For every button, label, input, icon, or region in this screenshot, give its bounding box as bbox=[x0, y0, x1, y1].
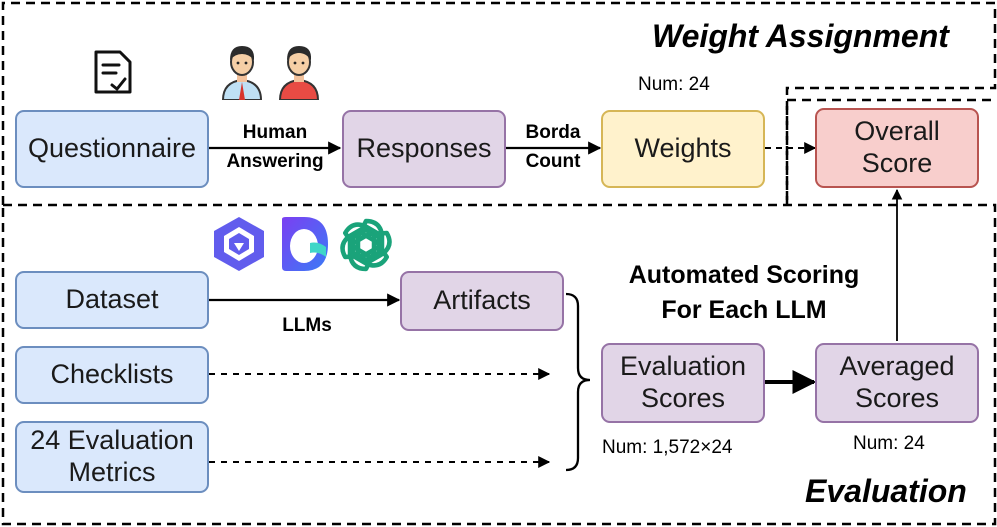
evaluation-border bbox=[1, 203, 997, 526]
averaged-num-annotation: Num: 24 bbox=[853, 433, 925, 454]
document-check-icon bbox=[94, 50, 132, 94]
kimi-logo-icon bbox=[282, 217, 328, 271]
evaluation-title: Evaluation bbox=[805, 473, 967, 509]
metrics-box: 24 Evaluation Metrics bbox=[15, 421, 209, 493]
borda-count-label: Borda Count bbox=[525, 122, 581, 172]
man-icon bbox=[278, 46, 320, 100]
dataset-box: Dataset bbox=[15, 271, 209, 329]
weight-assignment-title: Weight Assignment bbox=[652, 18, 949, 54]
openai-logo-icon bbox=[340, 218, 392, 272]
overall-score-box: Overall Score bbox=[815, 108, 979, 188]
eval-scores-num-annotation: Num: 1,572×24 bbox=[602, 437, 733, 458]
evaluation-scores-box: Evaluation Scores bbox=[601, 343, 765, 423]
automated-scoring-heading: Automated Scoring For Each LLM bbox=[628, 261, 860, 324]
responses-box: Responses bbox=[342, 110, 506, 188]
qwen-logo-icon bbox=[214, 217, 264, 271]
averaged-scores-box: Averaged Scores bbox=[815, 343, 979, 423]
artifacts-box: Artifacts bbox=[400, 271, 564, 331]
llms-label: LLMs bbox=[282, 315, 332, 336]
human-answering-label: Human Answering bbox=[226, 122, 324, 172]
questionnaire-box: Questionnaire bbox=[15, 110, 209, 188]
weights-box: Weights bbox=[601, 110, 765, 188]
checklists-box: Checklists bbox=[15, 346, 209, 404]
overall-score-frame bbox=[785, 98, 995, 205]
curly-brace bbox=[565, 292, 591, 472]
man-icon bbox=[221, 46, 263, 100]
weights-num-annotation: Num: 24 bbox=[638, 74, 710, 95]
